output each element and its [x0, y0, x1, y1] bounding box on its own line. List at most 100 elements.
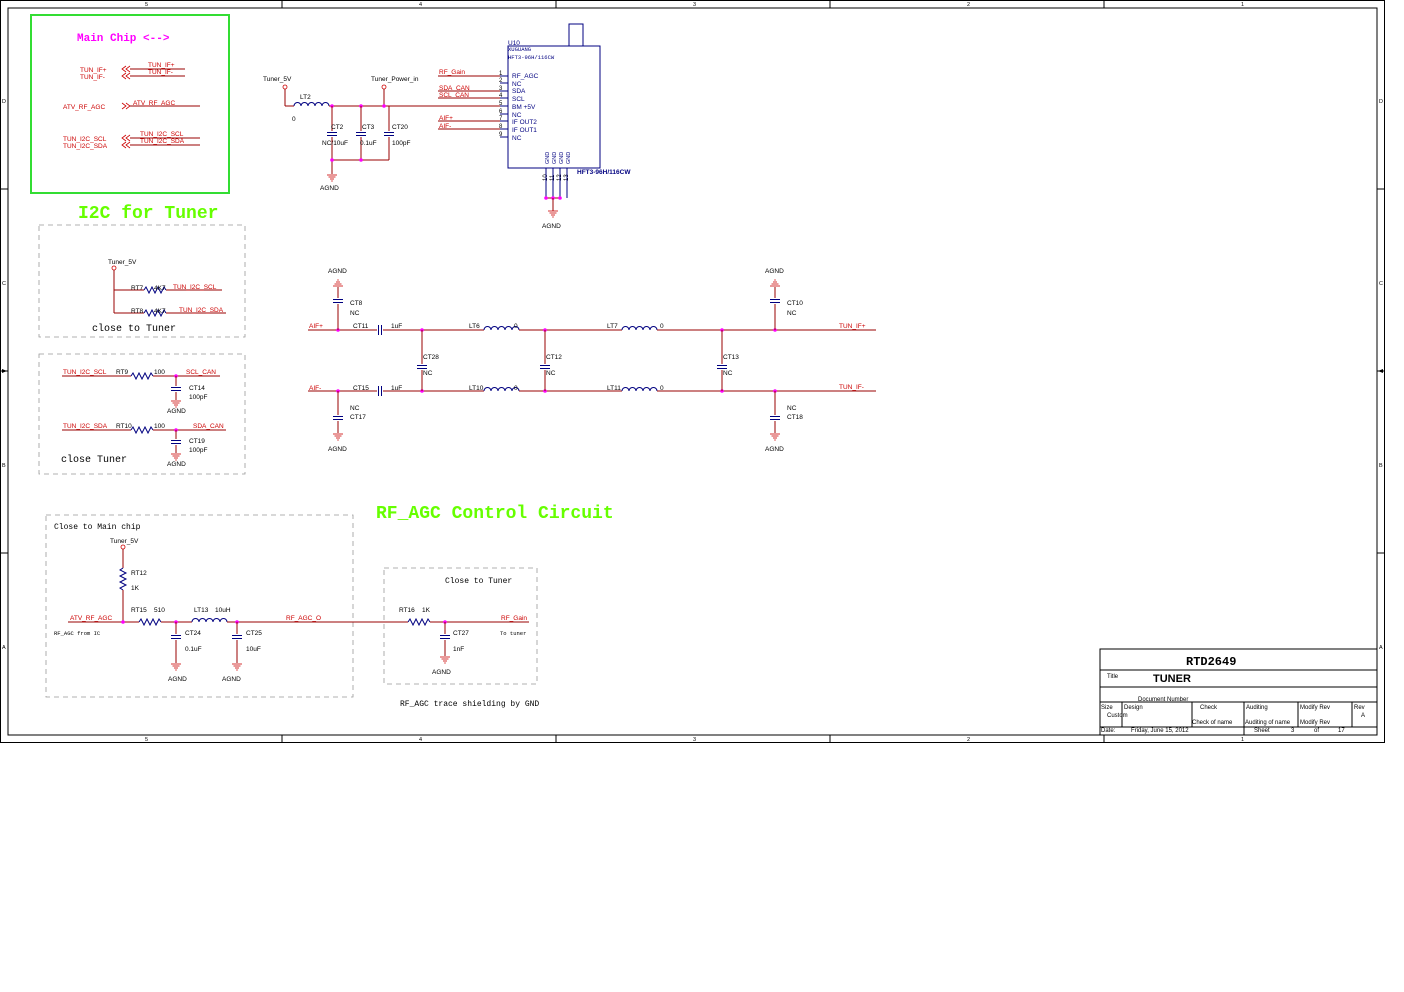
- zone-top-3: 3: [693, 2, 696, 8]
- ref-lt2: LT2: [300, 94, 311, 101]
- offpage-connector-if-p: [121, 65, 131, 73]
- rf-agc-circuit: Close to Main chip Tuner_5V RT12 1K ATV_…: [45, 514, 539, 709]
- value-lt11: 0: [660, 385, 664, 392]
- title-block-sheets: 17: [1338, 728, 1345, 734]
- title-block-date-label: Date:: [1101, 728, 1116, 734]
- inductor-lt7: [621, 326, 658, 331]
- ground-symbol-ct18: [769, 433, 781, 441]
- value-rt15: 510: [154, 607, 165, 614]
- main-chip-label-sda: TUN_I2C_SDA: [63, 143, 108, 150]
- main-chip-label-if-p: TUN_IF+: [80, 67, 107, 74]
- capacitor-ct3: [355, 132, 367, 136]
- zone-bottom-2: 2: [967, 737, 970, 743]
- u10-pin-name-nc-2: NC: [512, 81, 522, 88]
- net-tun-i2c-scl: TUN_I2C_SCL: [140, 131, 184, 138]
- ground-agnd-ct8: AGND: [328, 268, 347, 275]
- ref-ct2: CT2: [331, 124, 344, 131]
- title-block-title-label: Title: [1107, 674, 1119, 680]
- power-port-tuner-5v: [282, 84, 288, 90]
- title-block-title: TUNER: [1153, 673, 1191, 685]
- title-block-auditing: Auditing: [1246, 705, 1268, 711]
- title-block-date: Friday, June 15, 2012: [1131, 728, 1189, 734]
- zone-bottom-5: 5: [145, 737, 148, 743]
- net-atv-rf-agc-agc: ATV_RF_AGC: [70, 615, 112, 622]
- capacitor-ct2: [326, 132, 338, 136]
- ref-rt10: RT10: [116, 423, 132, 430]
- value-rt10: 100: [154, 423, 165, 430]
- offpage-connector-scl: [121, 134, 131, 142]
- net-tun-if-n: TUN_IF-: [148, 69, 173, 76]
- resistor-rt9: [130, 372, 154, 380]
- ground-agnd-ct14: AGND: [167, 408, 186, 415]
- u10-pin-name-rf-agc: RF_AGC: [512, 73, 539, 80]
- u10-pin-5: 5: [499, 101, 503, 107]
- ref-ct18: CT18: [787, 414, 803, 421]
- u10-gnd-label-13: GND: [566, 152, 572, 164]
- ground-symbol-ct27: [439, 656, 451, 664]
- ref-lt6: LT6: [469, 323, 480, 330]
- net-tun-i2c-scl-pullup: TUN_I2C_SCL: [173, 284, 217, 291]
- title-block-design: Design: [1124, 705, 1143, 711]
- u10-pin-name-scl: SCL: [512, 96, 525, 103]
- ground-agnd-ct10: AGND: [765, 268, 784, 275]
- u10-pin-4: 4: [499, 93, 503, 99]
- ref-ct27: CT27: [453, 630, 469, 637]
- ground-agnd-ct17: AGND: [328, 446, 347, 453]
- value-lt7: 0: [660, 323, 664, 330]
- resistor-rt16: [407, 618, 431, 626]
- ground-agnd-ct25: AGND: [222, 676, 241, 683]
- ref-ct15: CT15: [353, 385, 369, 392]
- net-tuner-5v-agc: Tuner_5V: [110, 538, 139, 545]
- zone-left-D: D: [2, 99, 6, 105]
- title-block-check: Check: [1200, 705, 1218, 711]
- title-block-size: Custom: [1107, 713, 1128, 719]
- title-block-size-label: Size: [1101, 705, 1113, 711]
- zone-top-5: 5: [145, 2, 148, 8]
- ref-ct19: CT19: [189, 438, 205, 445]
- u10-part: HFT3-96H/116CW: [508, 54, 555, 61]
- value-ct17: NC: [350, 405, 360, 412]
- ref-rt8: RT8: [131, 308, 144, 315]
- ground-symbol-ct25: [231, 663, 243, 671]
- zone-right-B: B: [1379, 463, 1383, 469]
- net-tun-if-n-filter: TUN_IF-: [839, 384, 864, 391]
- net-scl-can-u10: SCL_CAN: [439, 92, 469, 99]
- value-ct27: 1nF: [453, 646, 464, 653]
- zone-top-1: 1: [1241, 2, 1244, 8]
- offpage-connector-atv: [121, 102, 131, 110]
- zone-right-A: A: [1379, 645, 1383, 651]
- zone-bottom-3: 3: [693, 737, 696, 743]
- net-aif-p-u10: AIF+: [439, 115, 453, 122]
- tuner-power-filter: Tuner_5V LT2 0 Tuner_Power_in CT2 NC/10u…: [263, 76, 500, 192]
- ref-rt7: RT7: [131, 285, 144, 292]
- capacitor-ct19: [170, 440, 182, 444]
- u10-pin-name-sda: SDA: [512, 88, 526, 95]
- offpage-connector-if-n: [121, 72, 131, 80]
- u10-pin-name-nc-6: NC: [512, 112, 522, 119]
- capacitor-ct13: [716, 365, 728, 369]
- ground-symbol-ct24: [170, 663, 182, 671]
- main-chip-title: Main Chip <-->: [77, 33, 170, 45]
- ref-ct24: CT24: [185, 630, 201, 637]
- inductor-lt2: [293, 102, 330, 107]
- u10-vendor: XUGUANG: [508, 46, 531, 53]
- net-tuner-5v: Tuner_5V: [263, 76, 292, 83]
- power-port-tuner-5v-i2c: [111, 265, 117, 271]
- ground-symbol-ct8: [332, 279, 344, 287]
- u10-pin-name-if-out1: IF OUT1: [512, 127, 537, 134]
- zone-right-D: D: [1379, 99, 1383, 105]
- ground-symbol-u10: [547, 210, 559, 218]
- zone-left-B: B: [2, 463, 6, 469]
- ref-rt16: RT16: [399, 607, 415, 614]
- capacitor-ct11: [378, 324, 382, 336]
- ref-ct28: CT28: [423, 354, 439, 361]
- ground-agnd-ct18: AGND: [765, 446, 784, 453]
- u10-pin-3: 3: [499, 86, 503, 92]
- frame-zone-labels: 5 4 3 2 1 5 4 3 2 1 D C B A D C B A: [2, 2, 1383, 743]
- ground-symbol-ct10: [769, 279, 781, 287]
- value-ct19: 100pF: [189, 447, 207, 454]
- u10-gnd-label-11: GND: [552, 152, 558, 164]
- zone-bottom-1: 1: [1241, 737, 1244, 743]
- net-scl-can-series: SCL_CAN: [186, 369, 216, 376]
